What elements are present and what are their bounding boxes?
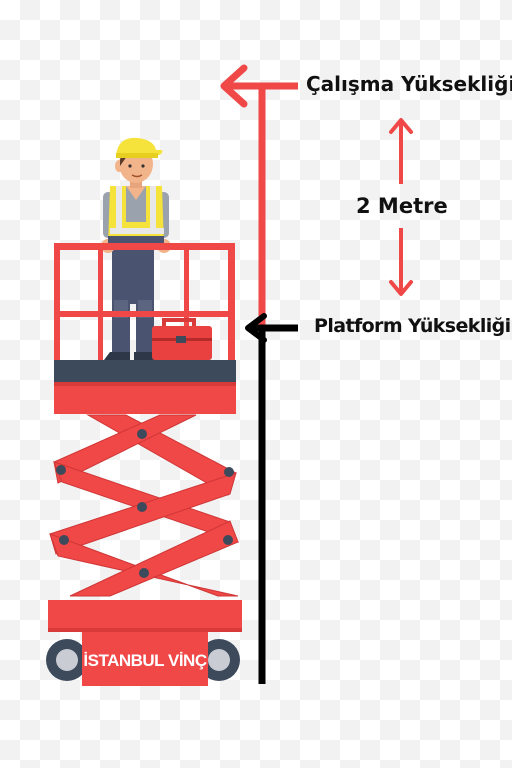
platform-height-line — [245, 313, 298, 684]
worker-illustration — [101, 137, 171, 360]
scissor-arms — [49, 414, 239, 597]
brand-logo: İSTANBUL VİNÇ — [83, 651, 206, 670]
lift-base: İSTANBUL VİNÇ — [46, 600, 242, 686]
arrow-left-icon — [245, 313, 267, 343]
hard-hat-icon — [116, 137, 163, 156]
platform-railing — [54, 243, 235, 360]
arrow-up-icon — [389, 118, 413, 134]
toolbox-icon — [152, 318, 212, 360]
wheel-right-icon — [198, 639, 240, 681]
platform-height-label: Platform Yüksekliği — [314, 315, 511, 337]
difference-label: 2 Metre — [356, 194, 448, 218]
arrow-left-icon — [220, 64, 248, 108]
difference-arrow — [389, 118, 413, 296]
working-height-line — [220, 64, 298, 330]
working-height-label: Çalışma Yüksekliği — [306, 72, 512, 96]
platform-deck — [54, 360, 236, 414]
wheel-left-icon — [46, 639, 88, 681]
scissor-pins — [56, 429, 234, 578]
arrow-down-icon — [389, 280, 413, 296]
